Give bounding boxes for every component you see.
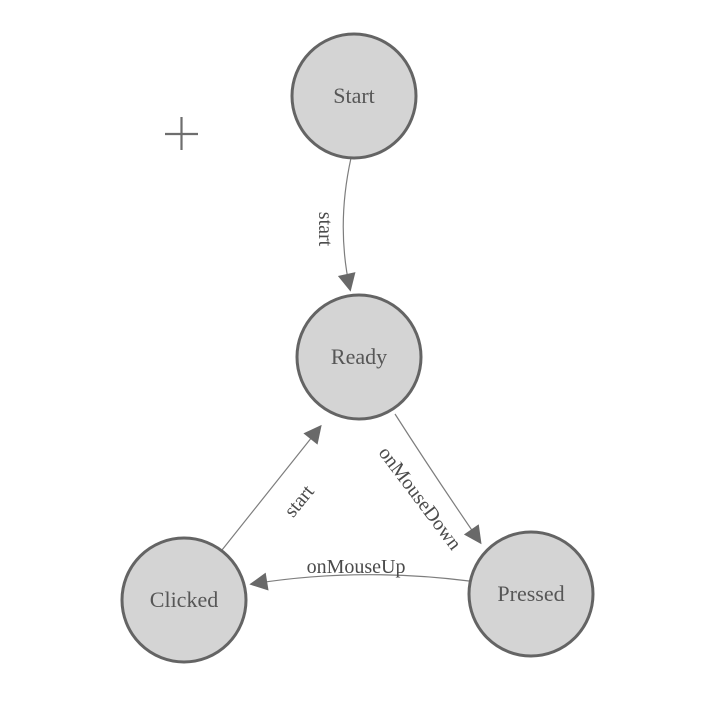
transition-label-start-to-ready: start [314,212,336,247]
state-label-ready: Ready [331,344,387,369]
state-label-start: Start [333,83,375,108]
state-node-clicked[interactable]: Clicked [120,536,248,664]
transition-label-ready-to-pressed: onMouseDown [374,443,466,555]
state-label-clicked: Clicked [150,587,218,612]
state-node-pressed[interactable]: Pressed [467,530,595,658]
transition-clicked-to-ready[interactable] [221,424,322,551]
state-node-ready[interactable]: Ready [295,293,423,421]
plus-crosshair-icon [165,117,198,150]
transition-pressed-to-clicked[interactable] [249,572,470,591]
state-node-start[interactable]: Start [290,32,418,160]
transition-label-clicked-to-ready: start [280,481,319,522]
transition-label-pressed-to-clicked: onMouseUp [307,556,406,578]
transition-ready-to-pressed[interactable] [394,413,482,545]
state-label-pressed: Pressed [497,581,564,606]
transition-start-to-ready[interactable] [337,157,356,292]
